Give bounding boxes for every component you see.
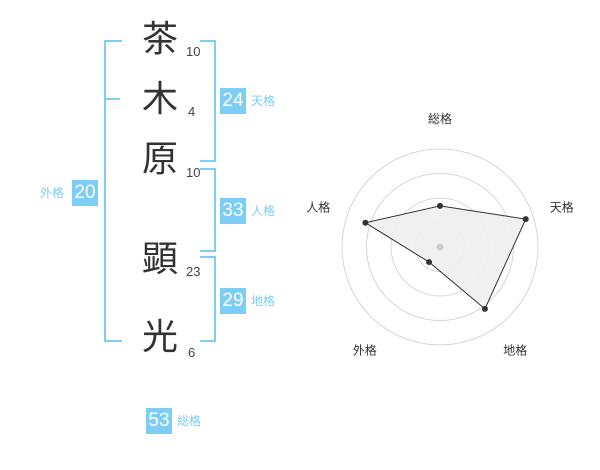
- name-char-2: 木: [141, 79, 178, 120]
- gaikaku-bracket-mid: [104, 98, 120, 100]
- name-char-4: 顕: [141, 239, 178, 280]
- radar-point-4: [362, 219, 369, 226]
- radar-axis-label-0: 総格: [428, 111, 452, 126]
- jinkaku-bracket: [200, 168, 216, 252]
- radar-axis-label-3: 外格: [353, 343, 377, 358]
- radar-ring-4: [341, 148, 539, 346]
- gaikaku-value: 20: [72, 180, 98, 206]
- tenkaku-bracket: [200, 40, 216, 162]
- gaikaku-label: 外格: [40, 186, 65, 200]
- stroke-count-3: 10: [186, 165, 201, 180]
- radar-polygon: [364, 205, 527, 310]
- radar-axis-label-1: 天格: [550, 199, 574, 214]
- name-char-3: 原: [141, 139, 178, 180]
- name-char-5: 光: [141, 317, 178, 358]
- stroke-count-4: 23: [186, 264, 201, 279]
- radar-center-dot: [436, 243, 444, 251]
- chikaku-label: 地格: [251, 294, 276, 308]
- name-char-1: 茶: [141, 19, 178, 60]
- tenkaku-value: 24: [220, 88, 246, 114]
- tenkaku-label: 天格: [251, 94, 276, 108]
- chikaku-value: 29: [220, 288, 246, 314]
- radar-point-3: [426, 259, 433, 266]
- jinkaku-label: 人格: [251, 204, 276, 218]
- gaikaku-bracket: [104, 40, 122, 342]
- stroke-count-2: 4: [188, 104, 196, 119]
- jinkaku-value: 33: [220, 198, 246, 224]
- radar-points: [362, 202, 529, 312]
- radar-point-1: [522, 216, 529, 223]
- radar-axis-label-2: 地格: [503, 343, 527, 358]
- stroke-count-1: 10: [186, 44, 201, 59]
- radar-point-2: [481, 305, 488, 312]
- soukaku-value: 53: [146, 408, 172, 434]
- chikaku-bracket: [200, 256, 216, 342]
- radar-axis-label-4: 人格: [306, 199, 330, 214]
- stroke-count-5: 6: [188, 345, 196, 360]
- radar-point-0: [437, 202, 443, 209]
- soukaku-label: 総格: [177, 414, 202, 428]
